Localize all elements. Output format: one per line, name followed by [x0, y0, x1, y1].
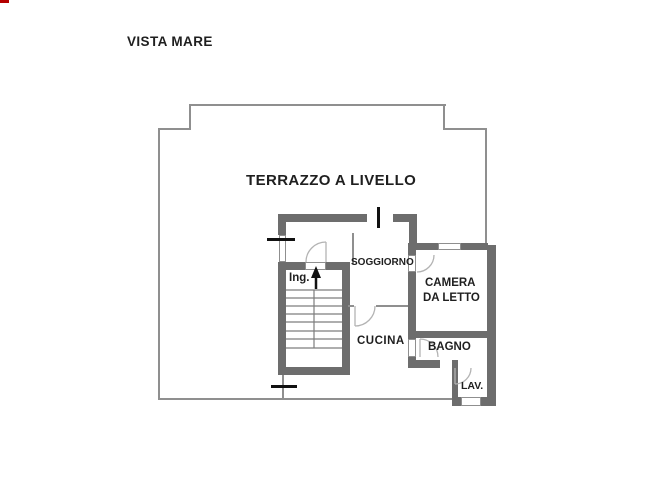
terrace-topleft-step-v — [189, 104, 191, 130]
staircase — [286, 289, 342, 349]
entrance-door-arc — [305, 241, 327, 263]
gate-tick — [271, 385, 297, 388]
terrace-topright-step-h — [443, 128, 487, 130]
room-label-bagno: BAGNO — [428, 341, 471, 353]
wall-camera-top-left — [409, 243, 438, 250]
room-label-cucina: CUCINA — [357, 335, 405, 347]
lav-window — [461, 397, 481, 406]
room-label-camera-line1: CAMERA — [425, 277, 476, 289]
wall-bagno-divider — [416, 331, 487, 338]
wall-lav-bottom-right — [481, 397, 496, 406]
wall-camera-left-b — [408, 272, 416, 339]
wall-top-right — [393, 214, 417, 222]
left-window-tick — [267, 238, 295, 241]
wall-lav-bottom-left — [452, 397, 461, 406]
wall-top-left — [278, 214, 367, 222]
partition-vestibule — [352, 233, 354, 264]
terrace-bottom-line — [158, 398, 454, 400]
terrace-topleft-step-h — [158, 128, 191, 130]
terrace-left-line — [158, 128, 160, 400]
partition-cucina-right — [376, 305, 408, 307]
camera-window — [438, 243, 461, 250]
bagno-door-opening — [408, 339, 416, 357]
wall-stair-bottom — [278, 367, 350, 375]
terrace-top-line — [189, 104, 446, 106]
wall-step — [409, 222, 417, 243]
room-label-ingresso: Ing. — [289, 272, 310, 284]
wall-ing-top-right — [326, 262, 348, 270]
room-label-lavanderia: LAV. — [461, 380, 484, 392]
wall-camera-left-a — [408, 243, 416, 255]
left-window-opening — [279, 235, 286, 262]
wall-camera-top-right — [461, 243, 488, 250]
wall-stair-right — [342, 262, 350, 375]
lav-door-arc — [454, 367, 472, 385]
wall-right — [487, 245, 496, 399]
wall-left-upper — [278, 214, 286, 235]
cucina-door-arc — [354, 305, 376, 327]
partition-cucina-left — [348, 305, 354, 307]
plan-title: VISTA MARE — [127, 34, 213, 49]
terrace-door-tick — [377, 207, 380, 228]
terrace-label: TERRAZZO A LIVELLO — [246, 172, 417, 189]
up-arrow-icon — [311, 266, 321, 289]
terrace-right-line — [485, 128, 487, 247]
terrace-topright-step-v — [443, 104, 445, 130]
room-label-camera-line2: DA LETTO — [423, 292, 480, 304]
wall-ing-top-left — [278, 262, 305, 270]
wall-bagno-bottom — [408, 360, 440, 368]
wall-stair-left — [278, 262, 286, 375]
room-label-soggiorno: SOGGIORNO — [351, 257, 414, 268]
camera-door-arc — [416, 254, 435, 273]
corner-artifact — [0, 0, 9, 3]
door-swing-arcs — [305, 241, 472, 385]
camera-door-opening — [408, 255, 416, 272]
bagno-door-arc — [419, 338, 439, 358]
